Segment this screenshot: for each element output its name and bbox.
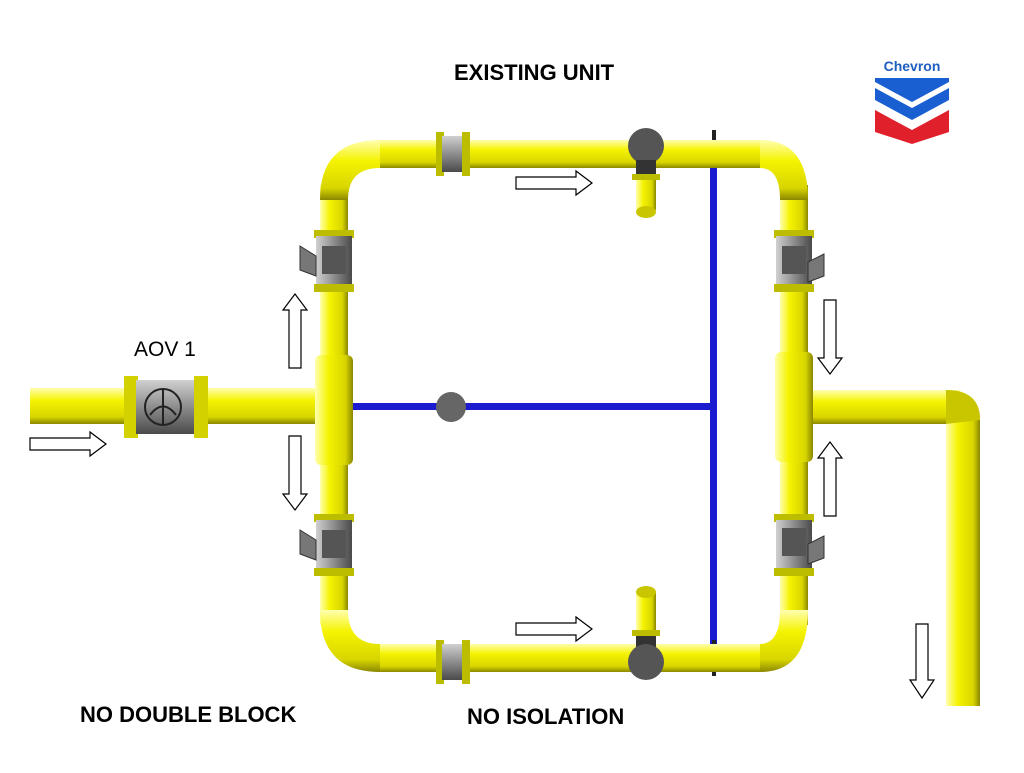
flow-arrow-icon <box>908 623 936 700</box>
bottom-relief-valve <box>628 586 664 680</box>
flow-arrow-icon <box>816 441 844 517</box>
relief-valve-icon <box>628 644 664 680</box>
chevron-logo-icon <box>875 78 949 144</box>
signal-line-vertical <box>710 155 717 645</box>
right-upper-valve <box>774 230 825 292</box>
gate-valve-icon <box>782 528 825 565</box>
logo-text: Chevron <box>883 58 941 74</box>
flow-arrow-icon <box>281 293 309 369</box>
outlet-pipe <box>800 390 980 706</box>
instrument-bubble <box>436 392 466 422</box>
bottom-run-pipe <box>320 610 808 672</box>
top-spool-flange <box>436 132 470 176</box>
aov-1-valve <box>124 376 208 438</box>
flow-arrow-icon <box>281 435 309 511</box>
no-double-block-label: NO DOUBLE BLOCK <box>80 702 297 727</box>
top-run-pipe <box>320 140 808 200</box>
flow-arrow-icon <box>515 169 593 197</box>
right-lower-valve <box>774 514 825 576</box>
flow-arrows <box>29 169 936 700</box>
bottom-spool-flange <box>436 640 470 684</box>
gate-valve-icon <box>782 246 825 283</box>
left-lower-valve <box>299 514 354 576</box>
gate-valve-icon <box>299 529 346 561</box>
flow-arrow-icon <box>515 615 593 643</box>
butterfly-valve-icon <box>144 388 182 426</box>
flow-arrow-icon <box>816 299 844 375</box>
title-label: EXISTING UNIT <box>454 60 615 85</box>
relief-valve-icon <box>628 128 664 164</box>
flow-arrow-icon <box>29 430 107 458</box>
aov-label: AOV 1 <box>134 338 196 361</box>
top-relief-valve <box>628 128 664 218</box>
gate-valve-icon <box>299 245 346 277</box>
signal-lines <box>348 130 717 676</box>
chevron-logo: Chevron <box>872 58 952 150</box>
left-upper-valve <box>299 230 354 292</box>
no-isolation-label: NO ISOLATION <box>467 704 625 729</box>
signal-line-horizontal <box>348 403 714 410</box>
